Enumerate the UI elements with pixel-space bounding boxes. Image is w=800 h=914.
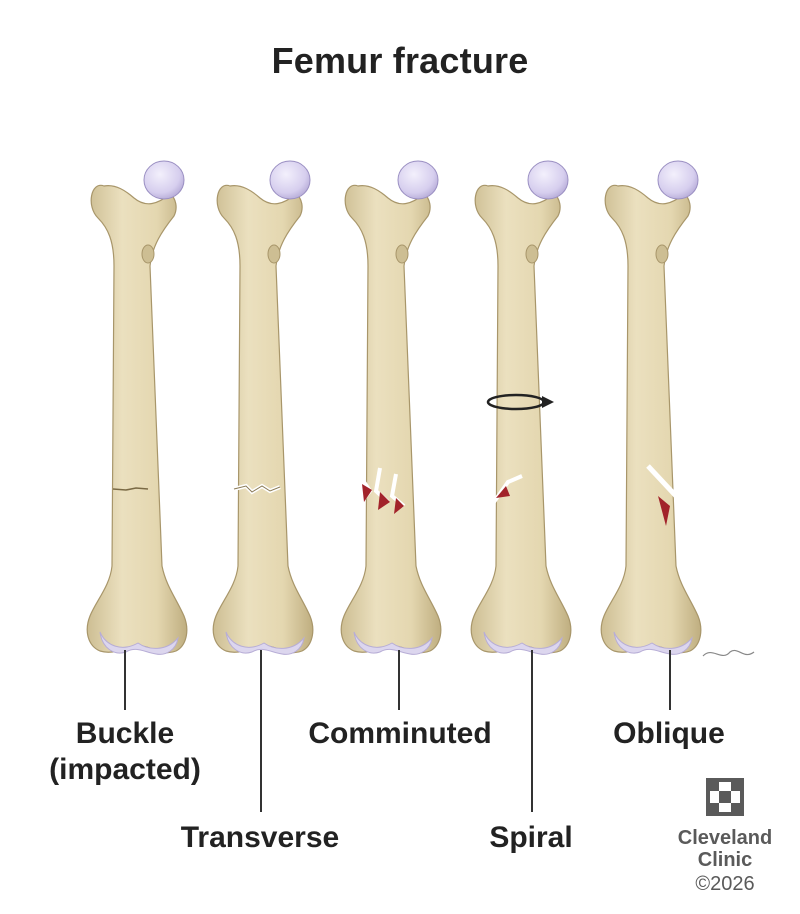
femur-buckle [86, 160, 188, 655]
leader-transverse [260, 650, 262, 812]
femur-oblique [600, 160, 702, 655]
label-buckle-text: Buckle (impacted) [49, 717, 201, 786]
label-comminuted: Comminuted [308, 717, 492, 750]
label-transverse: Transverse [180, 821, 340, 854]
rotation-arrow-icon [486, 393, 554, 411]
leader-buckle [124, 650, 126, 710]
femur-comminuted [340, 160, 442, 655]
page-title: Femur fracture [271, 40, 529, 81]
femur-spiral [470, 160, 572, 655]
leader-oblique [669, 650, 671, 710]
brand-copyright: ©2026 [695, 873, 755, 895]
femur-transverse [212, 160, 314, 655]
leader-comminuted [398, 650, 400, 710]
label-buckle: Buckle (impacted) [40, 716, 210, 788]
cleveland-clinic-logo-icon [706, 778, 744, 816]
brand-line2: Clinic [697, 849, 753, 871]
cleveland-clinic-brand: Cleveland Clinic ©2026 [660, 778, 790, 897]
label-spiral: Spiral [489, 821, 573, 854]
label-oblique: Oblique [613, 717, 725, 750]
artist-signature [702, 649, 755, 657]
leader-spiral [531, 650, 533, 812]
brand-line1: Cleveland [677, 827, 773, 849]
